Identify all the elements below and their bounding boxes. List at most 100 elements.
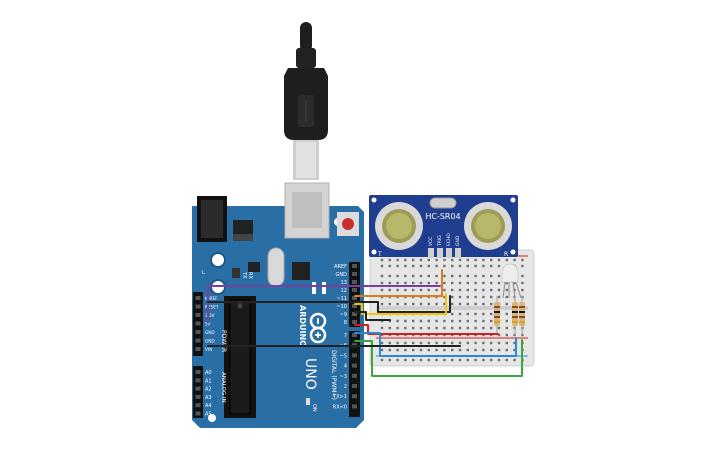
breadboard-hole[interactable] <box>474 288 477 292</box>
breadboard-hole[interactable] <box>396 302 399 306</box>
rgb-led[interactable] <box>501 263 522 299</box>
breadboard-hole[interactable] <box>482 295 485 299</box>
breadboard-hole[interactable] <box>513 281 516 285</box>
breadboard-hole[interactable] <box>380 341 384 345</box>
header-pin[interactable] <box>195 313 201 317</box>
breadboard-hole[interactable] <box>458 348 462 352</box>
arduino-uno-board[interactable]: ARDUINO UNO DIGITAL (PWM~) POWER ANALOG … <box>192 182 364 428</box>
header-pin[interactable] <box>195 394 201 399</box>
breadboard-hole[interactable] <box>466 326 469 330</box>
breadboard-hole[interactable] <box>497 341 501 345</box>
breadboard-hole[interactable] <box>404 358 407 362</box>
breadboard-hole[interactable] <box>388 302 391 306</box>
breadboard-hole[interactable] <box>380 274 384 278</box>
header-pin[interactable] <box>352 312 357 316</box>
breadboard-hole[interactable] <box>396 348 399 352</box>
breadboard-hole[interactable] <box>474 274 477 278</box>
breadboard-hole[interactable] <box>404 319 407 323</box>
breadboard-hole[interactable] <box>412 288 415 292</box>
breadboard-hole[interactable] <box>419 258 423 262</box>
breadboard-hole[interactable] <box>388 348 391 352</box>
breadboard-hole[interactable] <box>490 302 493 306</box>
breadboard-hole[interactable] <box>458 358 462 362</box>
breadboard-hole[interactable] <box>412 341 415 345</box>
breadboard-hole[interactable] <box>474 295 477 299</box>
breadboard-hole[interactable] <box>380 264 384 268</box>
wire-orange-trig[interactable] <box>354 269 443 297</box>
breadboard-hole[interactable] <box>513 341 516 345</box>
breadboard-hole[interactable] <box>451 358 454 362</box>
header-pin[interactable] <box>352 296 357 300</box>
breadboard-hole[interactable] <box>474 348 477 352</box>
breadboard-hole[interactable] <box>412 319 415 323</box>
header-pin[interactable] <box>352 272 357 276</box>
breadboard-hole[interactable] <box>388 358 391 362</box>
header-pin[interactable] <box>352 304 357 308</box>
breadboard-hole[interactable] <box>380 348 384 352</box>
breadboard-hole[interactable] <box>396 326 399 330</box>
breadboard-hole[interactable] <box>458 341 462 345</box>
breadboard-hole[interactable] <box>505 348 508 352</box>
breadboard-hole[interactable] <box>466 264 469 268</box>
header-pin[interactable] <box>195 378 201 383</box>
breadboard-hole[interactable] <box>419 341 423 345</box>
breadboard-hole[interactable] <box>482 274 485 278</box>
breadboard-hole[interactable] <box>458 295 462 299</box>
breadboard-hole[interactable] <box>404 288 407 292</box>
breadboard-hole[interactable] <box>427 258 430 262</box>
breadboard-hole[interactable] <box>521 281 524 285</box>
breadboard-hole[interactable] <box>482 264 485 268</box>
breadboard-hole[interactable] <box>443 341 446 345</box>
breadboard-hole[interactable] <box>521 264 524 268</box>
breadboard-hole[interactable] <box>404 274 407 278</box>
breadboard-hole[interactable] <box>427 302 430 306</box>
breadboard-hole[interactable] <box>404 326 407 330</box>
resistor[interactable] <box>494 296 500 335</box>
breadboard-hole[interactable] <box>497 333 501 337</box>
breadboard-hole[interactable] <box>396 288 399 292</box>
breadboard-hole[interactable] <box>427 348 430 352</box>
breadboard-hole[interactable] <box>490 326 493 330</box>
breadboard-hole[interactable] <box>474 341 477 345</box>
header-pin[interactable] <box>352 333 357 337</box>
breadboard-hole[interactable] <box>412 264 415 268</box>
header-pin[interactable] <box>195 304 201 309</box>
wire-red-pin10[interactable] <box>354 324 499 335</box>
header-pin[interactable] <box>352 264 357 268</box>
breadboard-hole[interactable] <box>435 358 438 362</box>
breadboard-hole[interactable] <box>466 348 469 352</box>
breadboard-hole[interactable] <box>388 264 391 268</box>
breadboard-hole[interactable] <box>419 326 423 330</box>
breadboard-hole[interactable] <box>443 348 446 352</box>
breadboard-hole[interactable] <box>497 281 501 285</box>
breadboard-hole[interactable] <box>458 258 462 262</box>
breadboard-hole[interactable] <box>380 326 384 330</box>
breadboard-hole[interactable] <box>451 312 454 316</box>
breadboard-hole[interactable] <box>497 348 501 352</box>
breadboard-hole[interactable] <box>490 312 493 316</box>
breadboard-hole[interactable] <box>451 258 454 262</box>
breadboard-hole[interactable] <box>466 302 469 306</box>
breadboard-hole[interactable] <box>458 302 462 306</box>
breadboard-hole[interactable] <box>404 341 407 345</box>
breadboard-hole[interactable] <box>388 288 391 292</box>
breadboard-hole[interactable] <box>388 326 391 330</box>
breadboard-hole[interactable] <box>435 281 438 285</box>
breadboard-hole[interactable] <box>412 258 415 262</box>
header-pin[interactable] <box>195 296 201 300</box>
breadboard-hole[interactable] <box>396 264 399 268</box>
breadboard-hole[interactable] <box>396 341 399 345</box>
breadboard-hole[interactable] <box>419 288 423 292</box>
breadboard-hole[interactable] <box>505 295 508 299</box>
breadboard-hole[interactable] <box>451 264 454 268</box>
wire-yellow-echo[interactable] <box>354 293 447 315</box>
breadboard-hole[interactable] <box>412 326 415 330</box>
breadboard-hole[interactable] <box>419 302 423 306</box>
breadboard-hole[interactable] <box>451 302 454 306</box>
breadboard-hole[interactable] <box>474 281 477 285</box>
breadboard-hole[interactable] <box>497 288 501 292</box>
breadboard-hole[interactable] <box>482 326 485 330</box>
breadboard-hole[interactable] <box>521 274 524 278</box>
header-pin[interactable] <box>352 353 357 358</box>
breadboard-hole[interactable] <box>466 341 469 345</box>
